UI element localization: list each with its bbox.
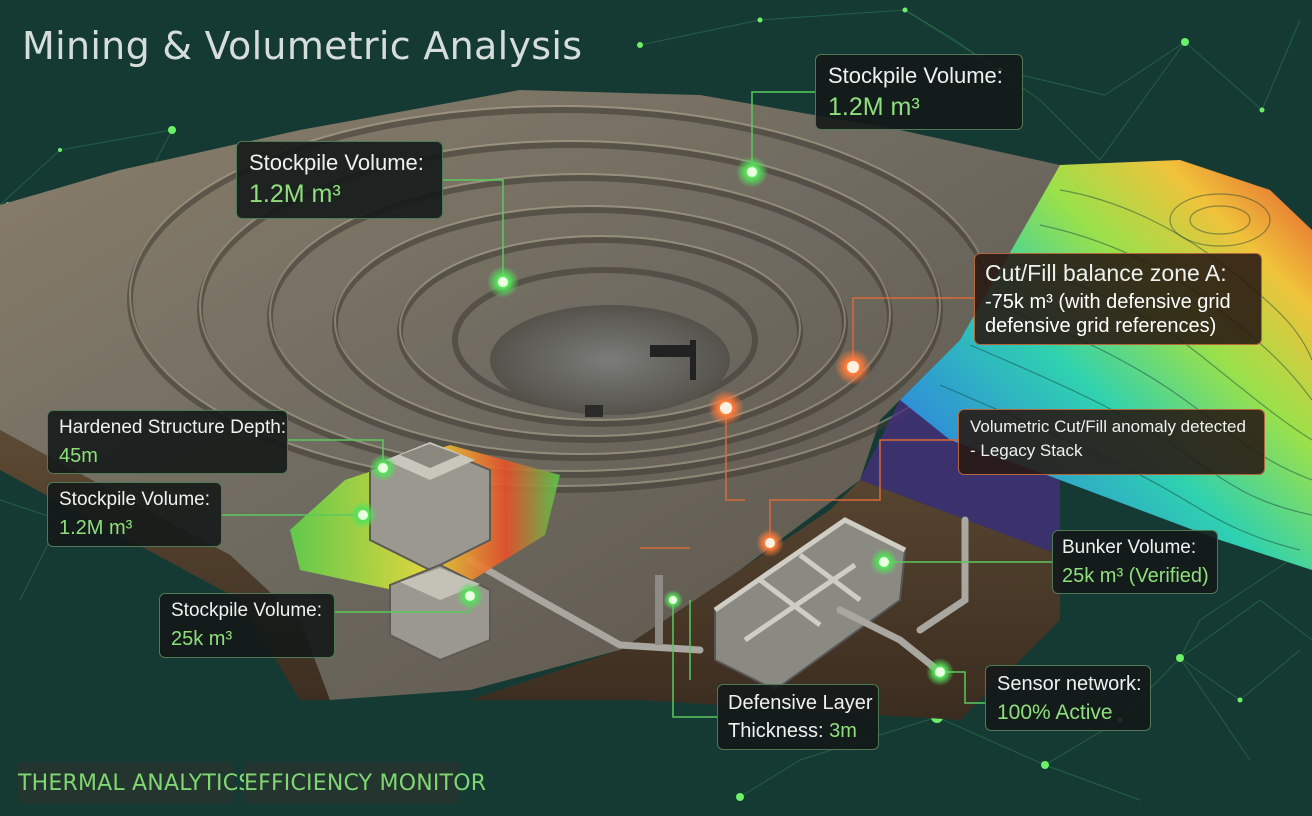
callout-label: Stockpile Volume: (59, 489, 211, 510)
callout-defensive-layer: Defensive Layer Thickness: 3m (717, 684, 879, 750)
callout-value: 1.2M m³ (828, 93, 920, 122)
callout-stockpile-volume-left: Stockpile Volume: 1.2M m³ (47, 482, 222, 547)
callout-label: Sensor network: (997, 673, 1142, 695)
callout-value-label: Thickness: (728, 720, 830, 742)
callout-bunker-volume: Bunker Volume: 25k m³ (Verified) (1052, 530, 1218, 594)
callout-value: 45m (59, 444, 98, 467)
callout-value: -75k m³ (with defensive grid (985, 290, 1231, 313)
callout-value: 1.2M m³ (59, 516, 133, 539)
callout-cut-fill-anomaly: Volumetric Cut/Fill anomaly detected - L… (958, 409, 1265, 475)
callout-value-cont: defensive grid references) (985, 314, 1217, 337)
callout-stockpile-volume-top: Stockpile Volume: 1.2M m³ (236, 141, 443, 219)
callout-value: 25k m³ (171, 627, 233, 650)
callout-hardened-structure-depth: Hardened Structure Depth: 45m (47, 410, 288, 474)
callout-label: Stockpile Volume: (171, 600, 323, 621)
bunker-complex (466, 516, 969, 692)
callout-label: Defensive Layer (728, 692, 873, 714)
efficiency-monitor-tab[interactable]: EFFICIENCY MONITOR (244, 762, 486, 804)
callout-label: Volumetric Cut/Fill anomaly detected (970, 417, 1246, 436)
callout-stockpile-volume-right: Stockpile Volume: 1.2M m³ (815, 54, 1023, 130)
callout-value-row: Thickness: 3m (728, 719, 868, 743)
callout-label: Stockpile Volume: (249, 150, 424, 175)
callout-value: 3m (829, 720, 857, 742)
callout-value: 100% Active (997, 701, 1113, 724)
page-title: Mining & Volumetric Analysis (22, 24, 583, 68)
callout-stockpile-volume-bottom: Stockpile Volume: 25k m³ (159, 593, 335, 658)
callout-label: Hardened Structure Depth: (59, 417, 287, 438)
callout-sensor-network: Sensor network: 100% Active (985, 665, 1151, 731)
callout-label: Cut/Fill balance zone A: (985, 260, 1227, 286)
callout-label-cont: - Legacy Stack (970, 441, 1083, 461)
callout-value: 1.2M m³ (249, 180, 341, 209)
hardened-structure (290, 442, 560, 662)
callout-label: Stockpile Volume: (828, 63, 1003, 88)
thermal-analytics-tab[interactable]: THERMAL ANALYTICS (18, 762, 252, 804)
sensor-markers (349, 156, 954, 686)
callout-cut-fill-zone-a: Cut/Fill balance zone A: -75k m³ (with d… (974, 253, 1262, 345)
callout-value: 25k m³ (Verified) (1062, 564, 1209, 587)
callout-label: Bunker Volume: (1062, 537, 1197, 558)
